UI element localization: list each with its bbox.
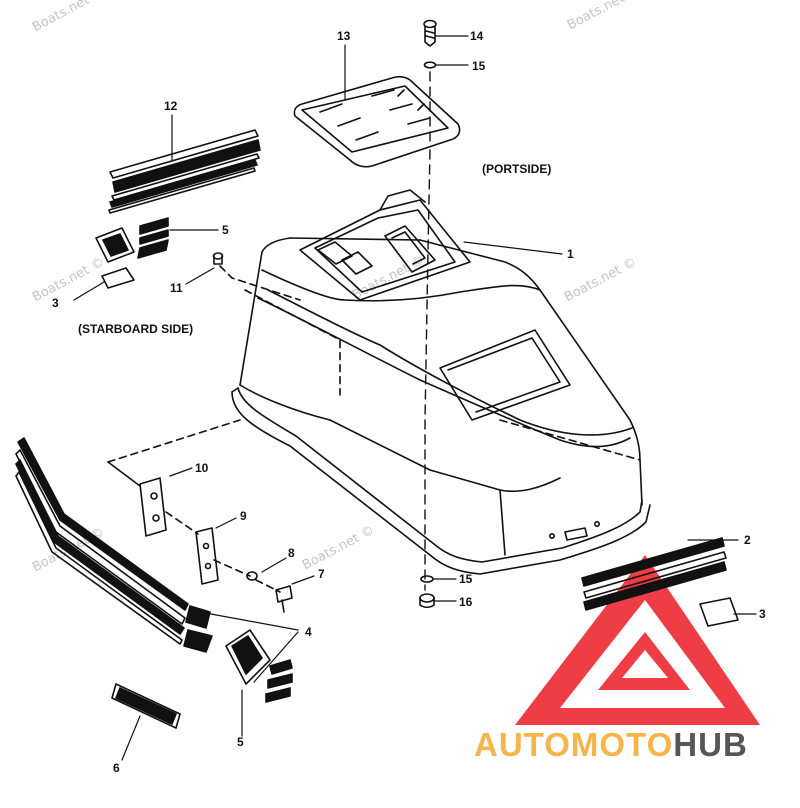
brand-watermark: AUTOMOTOHUB [474, 726, 748, 764]
automotohub-logo-icon [515, 555, 760, 725]
decal-part [101, 267, 135, 289]
callout-16: 16 [459, 595, 473, 609]
callout-5: 5 [222, 223, 229, 237]
callout-13: 13 [337, 29, 351, 43]
emblem-part [95, 217, 169, 263]
callout-2: 2 [744, 533, 751, 547]
callout-4: 4 [305, 625, 312, 639]
top-cowl-part [231, 189, 651, 575]
washer-part [420, 575, 434, 583]
assembly-line [424, 71, 431, 591]
callout-3: 3 [759, 607, 766, 621]
latch-bracket-part [139, 477, 167, 537]
portside-label: (PORTSIDE) [482, 162, 552, 176]
stripe-decal-part [581, 537, 727, 611]
callout-15: 15 [459, 572, 473, 586]
screw-part [212, 252, 224, 265]
emblem-part [183, 605, 293, 703]
decal-part [699, 597, 739, 627]
nameplate-part [111, 683, 181, 729]
washer-part [246, 571, 258, 581]
callout-14: 14 [470, 29, 484, 43]
starboard-side-label: (STARBOARD SIDE) [78, 322, 194, 336]
cover-plate-part [293, 75, 461, 168]
stripe-decal-part [108, 129, 261, 214]
callout-8: 8 [288, 546, 295, 560]
brand-part-1: AUTOMOTO [474, 726, 674, 763]
latch-hook-part [195, 527, 219, 585]
callout-3: 3 [52, 296, 59, 310]
screw-part [423, 19, 437, 47]
leader-lines [73, 35, 757, 761]
callout-9: 9 [240, 509, 247, 523]
callout-6: 6 [113, 761, 120, 775]
stripe-decal-part [15, 437, 189, 645]
callout-12: 12 [164, 99, 178, 113]
washer-part [423, 61, 437, 69]
brand-part-2: HUB [673, 726, 748, 763]
callout-7: 7 [318, 567, 325, 581]
nut-part [419, 593, 435, 609]
callout-1: 1 [567, 247, 574, 261]
callout-10: 10 [195, 461, 209, 475]
callout-5: 5 [237, 735, 244, 749]
callout-11: 11 [170, 281, 183, 295]
bolt-part [275, 585, 293, 613]
callout-15: 15 [472, 59, 486, 73]
